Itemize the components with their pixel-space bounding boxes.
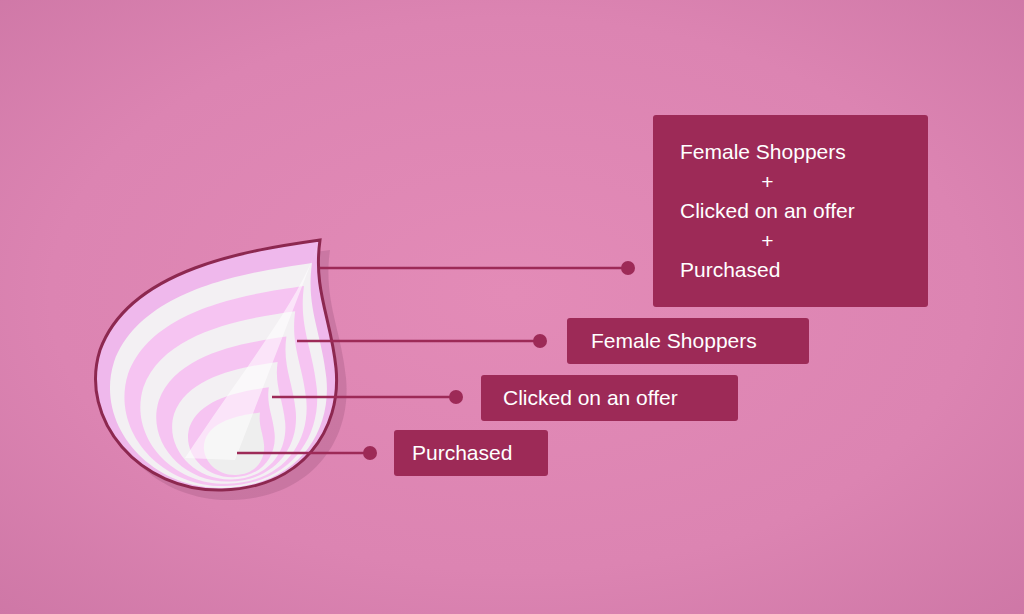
segment-label: Clicked on an offer [680, 196, 855, 226]
segment-label: Purchased [412, 438, 512, 468]
text-column: Female Shoppers+Clicked on an offer+Purc… [680, 137, 855, 285]
leader-dot [533, 334, 547, 348]
leader-dot [449, 390, 463, 404]
segment-label: Female Shoppers [591, 326, 757, 356]
segment-box: Purchased [394, 430, 548, 476]
text-column: Clicked on an offer [503, 383, 678, 413]
segment-label: Purchased [680, 255, 780, 285]
text-column: Purchased [412, 438, 512, 468]
leader-dot [363, 446, 377, 460]
text-column: Female Shoppers [591, 326, 757, 356]
segment-box: Female Shoppers [567, 318, 809, 364]
leader-line [320, 267, 628, 270]
segment-label: Clicked on an offer [503, 383, 678, 413]
combined-segment-box: Female Shoppers+Clicked on an offer+Purc… [653, 115, 928, 307]
leader-line [297, 340, 540, 343]
segment-label: + [761, 226, 773, 256]
segment-label: Female Shoppers [680, 137, 846, 167]
segment-label: + [761, 167, 773, 197]
leader-line [272, 396, 456, 399]
leader-line [237, 452, 370, 455]
leader-dot [621, 261, 635, 275]
segment-box: Clicked on an offer [481, 375, 738, 421]
